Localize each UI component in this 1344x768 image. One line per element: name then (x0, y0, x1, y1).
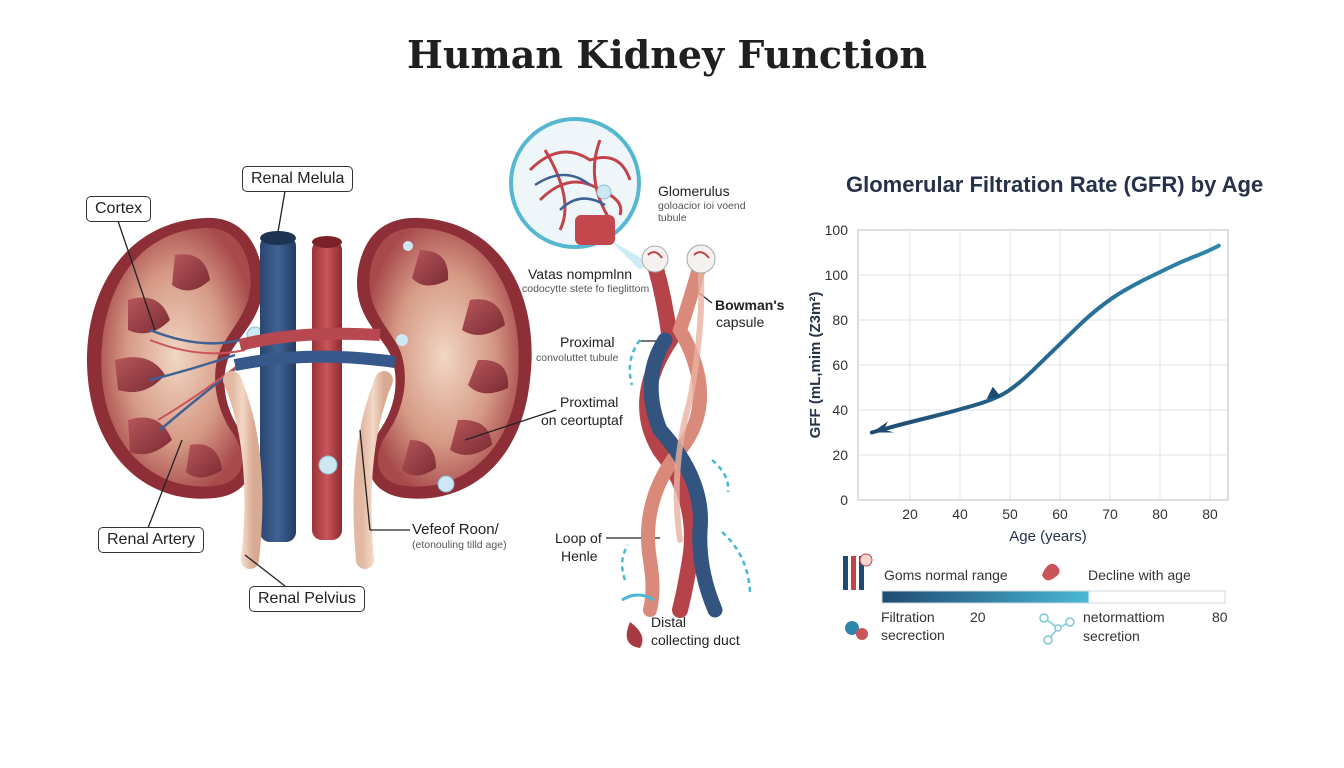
label-bowmans-1: Bowman's (715, 297, 785, 313)
legend-neto-1: netormattiom (1083, 609, 1165, 625)
label-vessel: Vefeof Roon/ (412, 521, 499, 538)
kidney-small-icon (1042, 563, 1060, 581)
label-vatas: Vatas nompmlnn (528, 266, 633, 282)
label-bowmans-2: capsule (716, 314, 765, 330)
line-start-arrowhead (871, 421, 894, 433)
label-loop-2: Henle (561, 548, 598, 564)
x-tick-label: 80 (1152, 506, 1168, 522)
legend-gradient-bar (881, 590, 1226, 604)
legend-normal: Goms normal range (884, 567, 1008, 583)
label-renal-medulla: Renal Melula (242, 166, 354, 192)
label-proximal-2b: on ceortuptaf (541, 412, 623, 428)
legend-bar-max: 80 (1212, 609, 1228, 625)
renal-vein (260, 236, 296, 542)
y-tick-label: 60 (832, 357, 848, 373)
y-tick-label: 40 (832, 402, 848, 418)
x-tick-label: 50 (1002, 506, 1018, 522)
legend-filtration-2: secrection (881, 627, 945, 643)
label-glomerulus: Glomerulus (658, 183, 730, 199)
label-proximal-1-sub: convoluttet tubule (536, 352, 619, 364)
x-axis-title: Age (years) (1009, 528, 1087, 545)
label-vessel-sub: (etonouling tilld age) (412, 539, 507, 551)
x-tick-label: 80 (1202, 506, 1218, 522)
legend-filtration-1: Filtration (881, 609, 935, 625)
y-tick-label: 100 (825, 267, 849, 283)
y-tick-label: 100 (825, 222, 849, 238)
label-cortex: Cortex (86, 196, 152, 222)
right-kidney (356, 217, 532, 499)
left-kidney (86, 217, 264, 499)
label-proximal-2a: Proxtimal (560, 394, 619, 410)
label-glomerulus-sub2: tubule (658, 212, 687, 224)
x-tick-label: 70 (1102, 506, 1118, 522)
label-distal-2: collecting duct (651, 632, 740, 648)
label-glomerulus-sub: goloacior ioi voend (658, 200, 746, 212)
filtration-icon (845, 621, 868, 640)
y-axis-title: GFF (mL,mim (Z3m²) (807, 292, 824, 439)
vessels-legend-icon (843, 553, 873, 590)
chart-title: Glomerular Filtration Rate (GFR) by Age (846, 172, 1264, 197)
line-mid-arrowhead (986, 386, 1001, 399)
legend-decline: Decline with age (1088, 567, 1191, 583)
label-distal-1: Distal (651, 614, 687, 630)
legend-bar-min: 20 (970, 609, 986, 625)
label-renal-artery: Renal Artery (98, 527, 205, 553)
x-tick-label: 20 (902, 506, 918, 522)
network-icon (1039, 613, 1075, 645)
label-proximal-1: Proximal (560, 334, 615, 350)
label-loop-1: Loop of (555, 530, 602, 546)
x-tick-label: 40 (952, 506, 968, 522)
y-tick-label: 0 (840, 492, 848, 508)
label-vatas-sub: codocytte stete fo fieglittom (522, 283, 650, 295)
right-ureter (353, 371, 393, 569)
glomerulus-magnifier (509, 117, 648, 270)
page-title: Human Kidney Function (406, 32, 928, 77)
gfr-line-series (869, 243, 1221, 435)
y-tick-label: 20 (832, 447, 848, 463)
legend-neto-2: secretion (1083, 628, 1140, 644)
label-renal-pelvius: Renal Pelvius (249, 586, 365, 612)
x-tick-label: 60 (1052, 506, 1068, 522)
kidney-illustration (86, 117, 752, 648)
nephron-tubules (639, 257, 723, 618)
y-tick-label: 80 (832, 312, 848, 328)
left-ureter (223, 371, 263, 569)
